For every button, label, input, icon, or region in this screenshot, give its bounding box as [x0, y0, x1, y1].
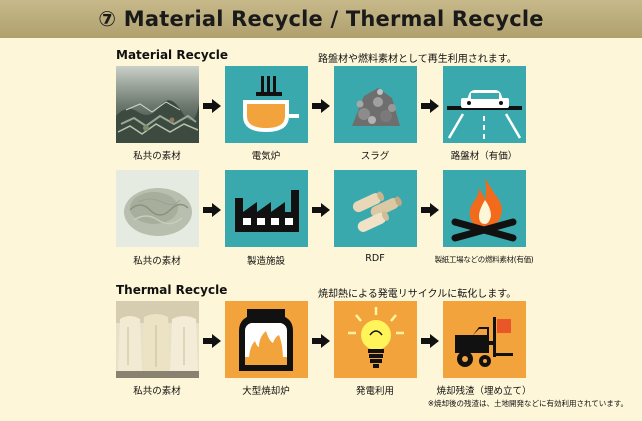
- caption-row3-power: 発電利用: [355, 386, 394, 397]
- material-photo-fiber: [116, 170, 199, 247]
- slag-icon: [334, 66, 417, 143]
- material-recycle-title: Material Recycle: [116, 48, 229, 62]
- factory-icon: [225, 170, 308, 247]
- caption-row1-roadbed: 路盤材（有価）: [450, 151, 518, 162]
- electric-furnace-icon: [225, 66, 308, 143]
- caption-row2-rdf: RDF: [365, 253, 385, 264]
- caption-row1-slag: スラグ: [360, 151, 390, 162]
- caption-row2-material: 私共の素材: [133, 256, 181, 267]
- material-photo-shredded: [116, 66, 199, 143]
- arrow-right-icon: [312, 203, 330, 217]
- caption-row3-incinerator: 大型焼却炉: [242, 386, 290, 397]
- arrow-right-icon: [203, 203, 221, 217]
- material-recycle-note: 路盤材や燃料素材として再生利用されます。: [318, 54, 517, 65]
- arrow-right-icon: [203, 334, 221, 348]
- thermal-recycle-title: Thermal Recycle: [116, 283, 228, 297]
- campfire-icon: [443, 170, 526, 247]
- incinerator-icon: [225, 301, 308, 378]
- page-title: ⑦ Material Recycle / Thermal Recycle: [98, 7, 544, 31]
- caption-row1-material: 私共の素材: [133, 151, 181, 162]
- light-bulb-icon: [334, 301, 417, 378]
- caption-row2-factory: 製造施設: [246, 256, 285, 267]
- arrow-right-icon: [203, 99, 221, 113]
- caption-row3-material: 私共の素材: [133, 386, 181, 397]
- caption-row2-fuel: 製紙工場などの燃料素材(有価): [434, 255, 534, 264]
- forklift-icon: [443, 301, 526, 378]
- header-banner: ⑦ Material Recycle / Thermal Recycle: [0, 0, 642, 38]
- arrow-right-icon: [312, 99, 330, 113]
- material-photo-bags: [116, 301, 199, 378]
- arrow-right-icon: [421, 203, 439, 217]
- rdf-pellets-icon: [334, 170, 417, 247]
- caption-row1-furnace: 電気炉: [251, 151, 281, 162]
- arrow-right-icon: [421, 99, 439, 113]
- thermal-recycle-note: 焼却熱による発電リサイクルに転化します。: [318, 289, 517, 300]
- caption-row3-landfill: 焼却残渣（埋め立て）: [436, 386, 532, 397]
- arrow-right-icon: [421, 334, 439, 348]
- arrow-right-icon: [312, 334, 330, 348]
- road-car-icon: [443, 66, 526, 143]
- footnote: ※焼却後の残渣は、土地開発などに有効利用されています。: [427, 399, 628, 408]
